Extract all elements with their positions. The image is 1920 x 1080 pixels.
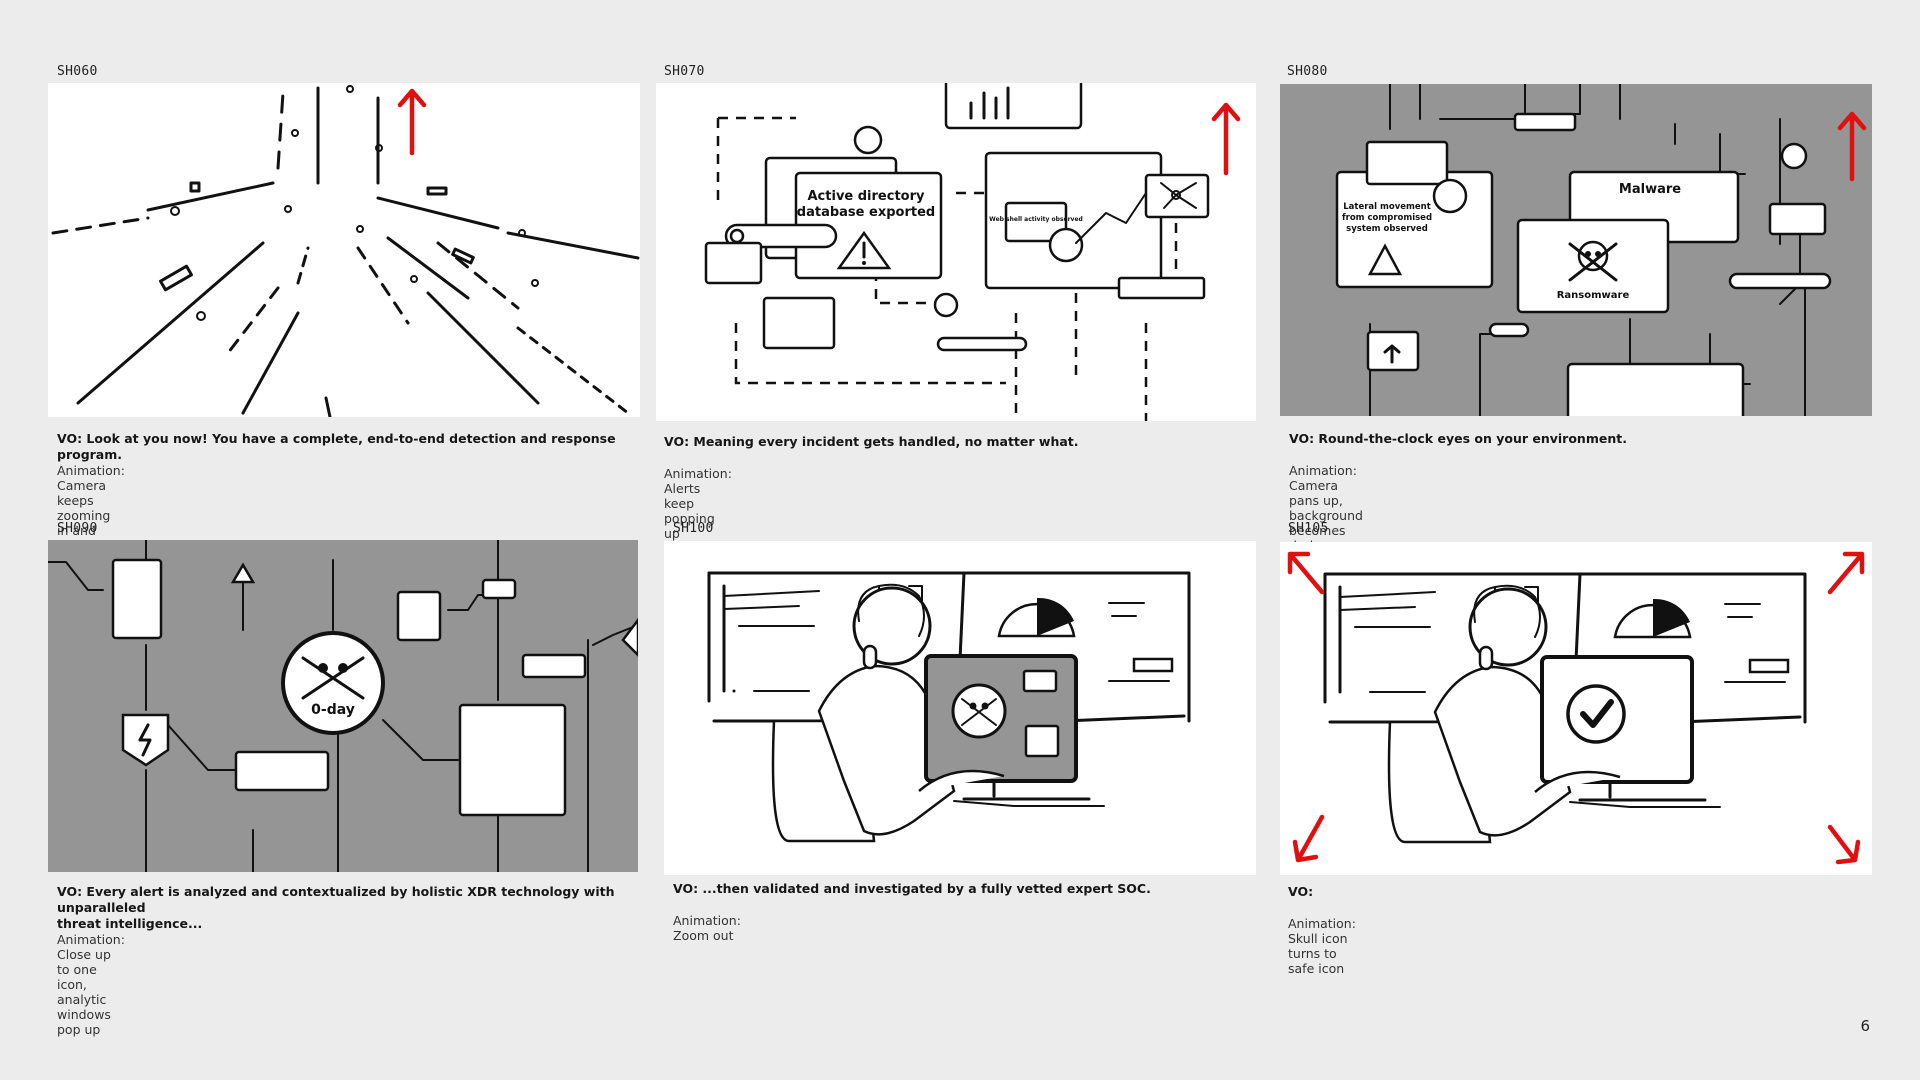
frame-dark-alerts: Lateral movement from compromised system… bbox=[1280, 84, 1872, 416]
red-arrow-bottomleft-icon bbox=[1292, 814, 1325, 863]
shot-id: SH060 bbox=[57, 64, 98, 79]
analyst-head bbox=[1468, 587, 1548, 667]
voiceover-line1: VO: Every alert is analyzed and contextu… bbox=[57, 884, 615, 915]
checkmark-icon bbox=[1566, 684, 1626, 744]
lateral-line2: from compromised bbox=[1342, 213, 1432, 223]
document-icon bbox=[111, 558, 163, 640]
red-arrow-topleft-icon bbox=[1287, 551, 1325, 595]
voiceover-text: VO: Every alert is analyzed and contextu… bbox=[57, 884, 647, 932]
red-up-arrow-icon bbox=[397, 88, 427, 156]
voiceover-text: VO: Round-the-clock eyes on your environ… bbox=[1289, 431, 1627, 446]
skull-icon bbox=[951, 683, 1007, 739]
folder-icon bbox=[762, 296, 836, 350]
voiceover-text: VO: Look at you now! You have a complete… bbox=[57, 431, 616, 462]
battery-icon bbox=[481, 578, 517, 600]
voiceover-text: VO: ...then validated and investigated b… bbox=[673, 881, 1151, 896]
lateral-line3: system observed bbox=[1346, 224, 1428, 234]
animation-note: Animation: Zoom out bbox=[673, 913, 741, 943]
lateral-line1: Lateral movement bbox=[1343, 202, 1431, 212]
malware-label: Malware bbox=[1619, 182, 1681, 197]
shot-id: SH100 bbox=[673, 521, 714, 536]
page-number: 6 bbox=[1860, 1017, 1870, 1035]
analyst-head bbox=[852, 586, 932, 666]
ransomware-label: Ransomware bbox=[1557, 290, 1630, 301]
chart-card bbox=[944, 83, 1083, 130]
red-arrow-bottomright-icon bbox=[1827, 824, 1861, 865]
animation-note: Animation: Alerts keep popping up bbox=[664, 466, 732, 541]
lock-icon bbox=[1780, 142, 1808, 170]
dark-alerts-illustration: Lateral movement from compromised system… bbox=[1335, 84, 1867, 416]
animation-note: Animation: Skull icon turns to safe icon bbox=[1288, 916, 1356, 976]
frame-highway-zoom bbox=[48, 83, 640, 417]
soc-safe-illustration bbox=[1287, 551, 1865, 865]
highway-illustration bbox=[51, 85, 640, 417]
key-icon bbox=[1768, 202, 1827, 236]
skull-icon bbox=[1568, 240, 1618, 282]
zeroday-illustration: 0-day bbox=[48, 540, 638, 872]
voiceover-text: VO: bbox=[1288, 884, 1314, 899]
bar-chart-card bbox=[1566, 362, 1745, 416]
red-up-arrow-icon bbox=[1211, 102, 1241, 176]
alert-title-line1: Active directory bbox=[808, 189, 926, 204]
soc-analyst-illustration bbox=[707, 571, 1191, 843]
animation-note: Animation: Close up to one icon, analyti… bbox=[57, 932, 125, 1037]
filter-icon bbox=[1432, 178, 1468, 214]
warning-icon bbox=[1367, 243, 1403, 276]
battery-icon bbox=[1513, 112, 1577, 132]
shot-id: SH090 bbox=[57, 521, 98, 536]
frame-zeroday: 0-day bbox=[48, 540, 638, 872]
red-arrow-topright-icon bbox=[1827, 551, 1865, 595]
analytics-window bbox=[458, 703, 567, 817]
shot-id: SH105 bbox=[1288, 521, 1329, 536]
zeroday-label: 0-day bbox=[311, 702, 355, 718]
webshell-label: Web shell activity observed bbox=[989, 216, 1083, 223]
zeroday-skull-icon bbox=[281, 631, 385, 735]
voiceover-text: VO: Meaning every incident gets handled,… bbox=[664, 434, 1079, 449]
frame-alerts-network: Active directory database exported Web s… bbox=[656, 83, 1256, 421]
shot-id: SH080 bbox=[1287, 64, 1328, 79]
frame-soc-safe bbox=[1280, 542, 1872, 875]
frame-soc-analyst bbox=[664, 541, 1256, 875]
red-up-arrow-icon bbox=[1837, 111, 1867, 182]
voiceover-line2: threat intelligence... bbox=[57, 916, 203, 931]
alert-title-line2: database exported bbox=[797, 205, 935, 220]
alerts-network-illustration: Active directory database exported Web s… bbox=[704, 83, 1241, 421]
shot-id: SH070 bbox=[664, 64, 705, 79]
